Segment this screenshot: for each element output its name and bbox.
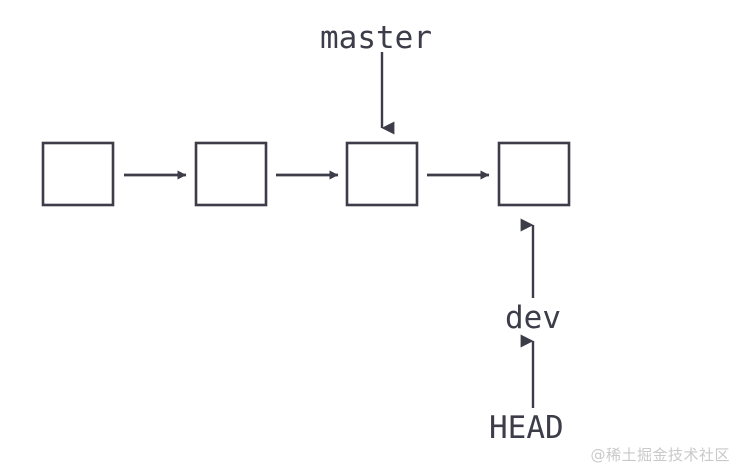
ref-label-head: HEAD	[489, 410, 564, 446]
ref-dev-group: dev	[505, 218, 561, 336]
commit-node-2[interactable]	[194, 141, 268, 207]
commit-chain	[41, 141, 571, 207]
ref-label-master: master	[320, 20, 432, 56]
watermark-text: @稀土掘金技术社区	[590, 446, 730, 464]
commit-node-1[interactable]	[41, 141, 115, 207]
ref-head-group: HEAD	[489, 334, 564, 446]
commit-node-4[interactable]	[497, 141, 571, 207]
ref-master-group: master	[320, 20, 432, 135]
commit-node-3[interactable]	[345, 141, 419, 207]
ref-label-dev: dev	[505, 300, 561, 336]
